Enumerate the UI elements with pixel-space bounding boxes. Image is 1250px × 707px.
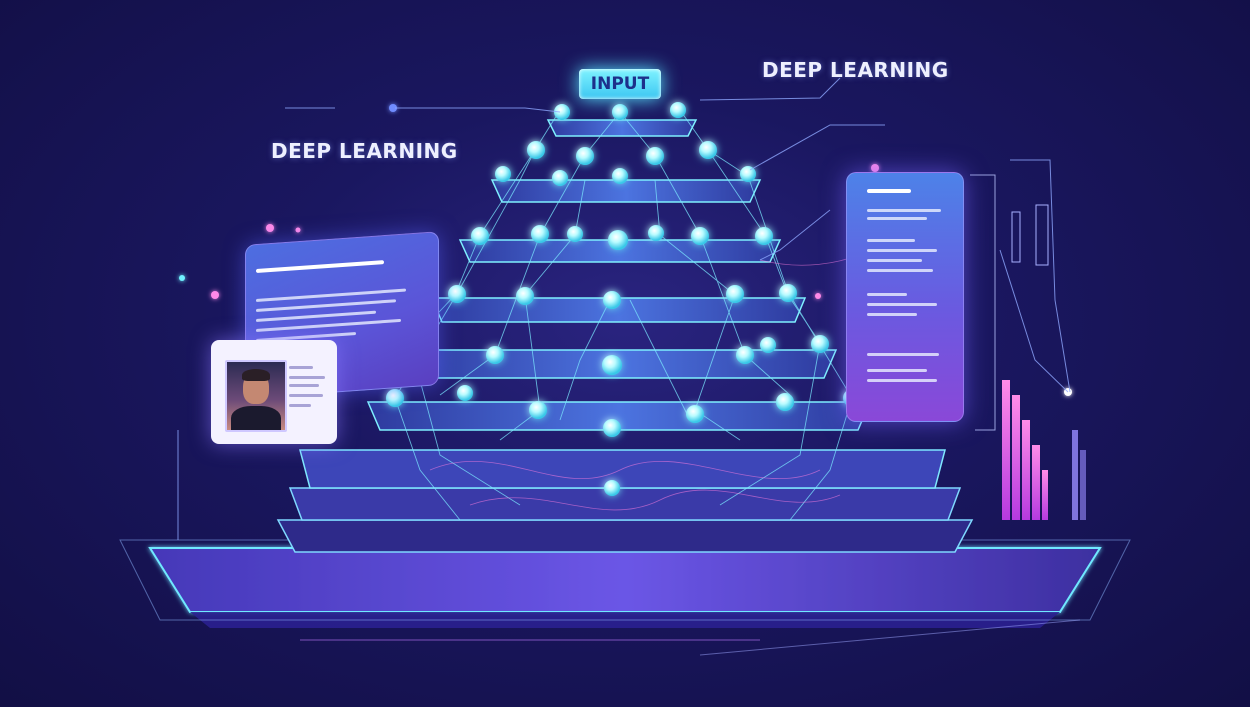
avatar bbox=[225, 360, 287, 432]
node bbox=[603, 291, 621, 309]
input-label: INPUT bbox=[579, 69, 661, 99]
base-platform bbox=[119, 539, 1131, 656]
node bbox=[471, 227, 489, 245]
callout-lines bbox=[177, 77, 1071, 540]
node bbox=[776, 393, 794, 411]
card-text-line bbox=[289, 384, 319, 387]
side-bar-graphic bbox=[1002, 204, 1086, 520]
panel-text-line bbox=[867, 259, 922, 262]
node bbox=[527, 141, 545, 159]
node bbox=[760, 337, 776, 353]
panel-text-line bbox=[256, 310, 376, 323]
small-particles bbox=[179, 104, 1072, 396]
node bbox=[604, 480, 620, 496]
node bbox=[726, 285, 744, 303]
panel-text-line bbox=[867, 249, 937, 252]
node bbox=[811, 335, 829, 353]
node bbox=[691, 227, 709, 245]
panel-text-line bbox=[867, 353, 939, 356]
layer-base-block bbox=[276, 449, 974, 553]
panel-text-line bbox=[867, 369, 927, 372]
card-text-line bbox=[289, 376, 325, 379]
node bbox=[386, 389, 404, 407]
node bbox=[699, 141, 717, 159]
node bbox=[686, 405, 704, 423]
node bbox=[740, 166, 756, 182]
node bbox=[567, 226, 583, 242]
info-panel-right bbox=[846, 172, 964, 422]
card-text-line bbox=[289, 366, 313, 369]
headline-top-right: DEEP LEARNING bbox=[762, 58, 949, 82]
card-text-line bbox=[289, 394, 323, 397]
node bbox=[670, 102, 686, 118]
node bbox=[486, 346, 504, 364]
panel-text-line bbox=[867, 303, 937, 306]
panel-text-line bbox=[867, 293, 907, 296]
panel-title-bar bbox=[867, 189, 911, 193]
panel-text-line bbox=[867, 269, 933, 272]
node bbox=[516, 287, 534, 305]
layer-1 bbox=[546, 119, 698, 137]
node bbox=[531, 225, 549, 243]
node bbox=[552, 170, 568, 186]
node bbox=[612, 104, 628, 120]
node bbox=[612, 168, 628, 184]
profile-card bbox=[211, 340, 337, 444]
node bbox=[779, 284, 797, 302]
node bbox=[755, 227, 773, 245]
node bbox=[736, 346, 754, 364]
panel-text-line bbox=[867, 379, 937, 382]
panel-text-line bbox=[867, 239, 915, 242]
node bbox=[529, 401, 547, 419]
panel-text-line bbox=[867, 313, 917, 316]
panel-text-line bbox=[867, 209, 941, 212]
node bbox=[602, 355, 622, 375]
headline-left: DEEP LEARNING bbox=[271, 139, 458, 163]
node bbox=[576, 147, 594, 165]
panel-text-line bbox=[256, 318, 401, 333]
node bbox=[448, 285, 466, 303]
node bbox=[648, 225, 664, 241]
card-text-line bbox=[289, 404, 311, 407]
layer-2 bbox=[490, 179, 762, 203]
panel-text-line bbox=[867, 217, 927, 220]
node bbox=[457, 385, 473, 401]
node bbox=[603, 419, 621, 437]
node bbox=[608, 230, 628, 250]
node bbox=[554, 104, 570, 120]
panel-title-bar bbox=[256, 260, 384, 274]
node bbox=[495, 166, 511, 182]
nodes bbox=[386, 102, 861, 496]
node bbox=[646, 147, 664, 165]
